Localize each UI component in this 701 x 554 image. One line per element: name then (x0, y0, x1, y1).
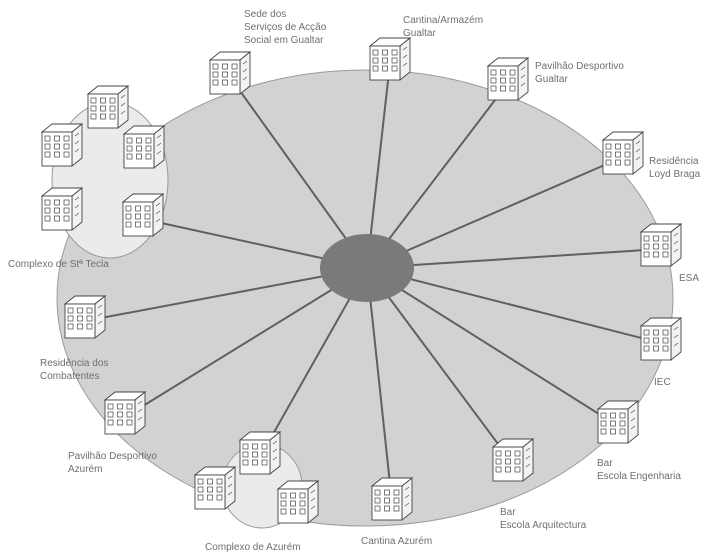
building-icon-residencia-lloyd (602, 131, 644, 175)
building-icon-bar-arquitectura (492, 438, 534, 482)
building-icon-cantina-gualtar (369, 37, 411, 81)
label-line: Residência (649, 156, 699, 167)
network-link (366, 267, 662, 344)
building-icon-azurem-right (277, 480, 319, 524)
site-label-residencia-combatentes: Residência dos Combatentes (40, 357, 108, 383)
label-line: Loyd Braga (649, 169, 701, 180)
label-line: Social em Gualtar (244, 35, 324, 46)
building-icon-sede (209, 51, 251, 95)
central-hub (320, 234, 414, 302)
label-line: Complexo de Azurém (205, 542, 301, 553)
building-icon-iec (640, 317, 682, 361)
building-icon-tecla-mid (123, 125, 165, 169)
site-label-sede: Sede dos Serviços de Acção Social em Gua… (244, 8, 326, 47)
site-label-pavilhao-azurem: Pavilhão Desportivo Azurém (68, 450, 157, 476)
label-line: Serviços de Acção (244, 22, 327, 33)
network-link (366, 62, 391, 269)
label-line: Sede dos (244, 9, 287, 20)
building-icon-esa (640, 223, 682, 267)
site-label-bar-arquitectura: Bar Escola Arquitectura (500, 506, 586, 532)
network-link (366, 82, 509, 269)
building-icon-pavilhao-azurem (104, 391, 146, 435)
label-line: IEC (654, 377, 671, 388)
site-label-complexo-tecla: Complexo de Stª Tecla (8, 258, 109, 271)
site-label-cantina-azurem: Cantina Azurém (361, 535, 432, 548)
label-line: Bar (500, 507, 516, 518)
network-link (366, 156, 624, 269)
label-line: Gualtar (535, 74, 568, 85)
label-line: ESA (679, 273, 700, 284)
building-icon-pavilhao-gualtar (487, 57, 529, 101)
label-line: Gualtar (403, 28, 436, 39)
label-line: Azurém (68, 464, 103, 475)
network-link (84, 267, 368, 322)
site-label-bar-engenharia: Bar Escola Engenharia (597, 457, 681, 483)
network-link (366, 248, 662, 269)
site-label-complexo-azurem: Complexo de Azurém (205, 541, 301, 554)
site-label-residencia-lloyd: Residência Loyd Braga (649, 155, 700, 181)
label-line: Complexo de Stª Tecla (8, 259, 109, 270)
building-icon-azurem-left (194, 466, 236, 510)
label-line: Bar (597, 458, 613, 469)
site-label-esa: ESA (679, 272, 699, 285)
label-line: Cantina/Armazém (403, 15, 484, 26)
building-icon-tecla-bottom (41, 187, 83, 231)
network-link (124, 267, 368, 418)
label-line: Cantina Azurém (361, 536, 433, 547)
label-line: Escola Engenharia (597, 471, 681, 482)
building-icon-bar-engenharia (597, 400, 639, 444)
site-label-cantina-gualtar: Cantina/Armazém Gualtar (403, 14, 483, 40)
building-icon-tecla-right (122, 193, 164, 237)
label-line: Pavilhão Desportivo (535, 61, 624, 72)
site-label-pavilhao-gualtar: Pavilhão Desportivo Gualtar (535, 60, 624, 86)
label-line: Escola Arquitectura (500, 520, 587, 531)
building-icon-azurem-top (239, 431, 281, 475)
label-line: Pavilhão Desportivo (68, 451, 157, 462)
network-link (229, 76, 368, 269)
network-link (366, 267, 514, 465)
building-icon-tecla-left (41, 123, 83, 167)
network-link (259, 267, 368, 458)
network-link (366, 267, 619, 427)
building-icon-tecla-top (87, 85, 129, 129)
label-line: Residência dos (40, 358, 109, 369)
site-label-iec: IEC (654, 376, 671, 389)
building-icon-cantina-azurem (371, 477, 413, 521)
building-icon-residencia-combatentes (64, 295, 106, 339)
label-line: Combatentes (40, 371, 100, 382)
network-link (366, 267, 393, 504)
